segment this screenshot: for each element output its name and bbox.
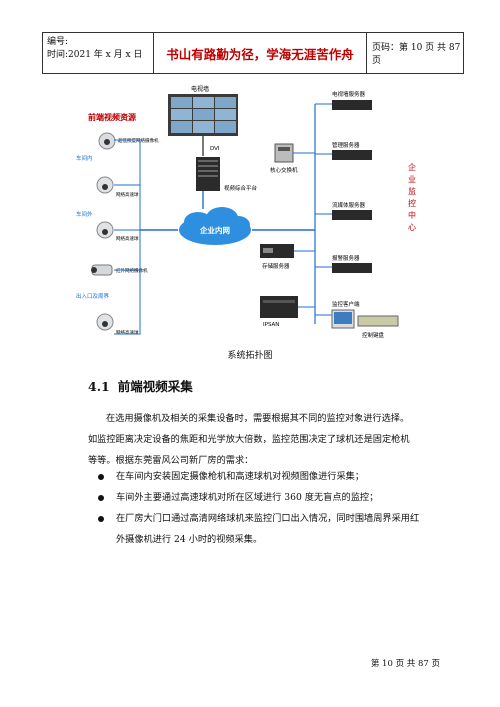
list-item-text: 在车间内安装固定摄像枪机和高速球机对视频图像进行采集； xyxy=(116,471,365,482)
keyboard-label: 控制键盘 xyxy=(362,331,385,339)
page-footer: 第 10 页 共 87 页 xyxy=(370,659,440,669)
center-char-2: 业 xyxy=(408,174,416,184)
monitor-client xyxy=(331,309,399,329)
camera-3 xyxy=(96,221,114,239)
ipsan-device xyxy=(260,296,298,318)
intranet-label: 企业内网 xyxy=(199,225,230,235)
tvwall-server xyxy=(332,100,372,110)
ipsan-label: IPSAN xyxy=(263,322,279,328)
camera-5-label: 网络高速球 xyxy=(116,329,139,336)
front-end-title: 前端视频资源 xyxy=(88,112,136,122)
video-platform-label: 视频综合平台 xyxy=(224,184,258,192)
core-switch-label: 核心交换机 xyxy=(270,166,298,174)
video-platform-device xyxy=(196,157,220,191)
center-char-5: 中 xyxy=(408,210,416,220)
workshop-in-label: 车间内 xyxy=(76,154,93,162)
tvwall-server-label: 电视墙服务器 xyxy=(332,90,366,98)
figure-caption: 系统拓扑图 xyxy=(227,351,273,361)
camera-2-label: 网络高速球 xyxy=(116,191,139,198)
camera-5 xyxy=(96,313,114,331)
dvi-label: DVI xyxy=(210,146,220,152)
intranet-cloud xyxy=(179,207,251,245)
bullet-icon xyxy=(98,495,104,501)
list-item: 在车间内安装固定摄像枪机和高速球机对视频图像进行采集； xyxy=(96,466,420,487)
bullet-icon xyxy=(98,516,104,522)
section-heading: 4.1 前端视频采集 xyxy=(88,376,193,395)
core-switch xyxy=(274,143,294,163)
center-char-3: 监 xyxy=(408,186,416,196)
storage-server xyxy=(260,244,294,258)
section-number: 4.1 xyxy=(88,379,110,394)
number-label: 编号: xyxy=(47,37,69,47)
storage-server-label: 存储服务器 xyxy=(262,262,290,270)
mgmt-server-label: 管理服务器 xyxy=(332,141,360,149)
workshop-out-label: 车间外 xyxy=(76,210,93,218)
bullet-icon xyxy=(98,474,104,480)
camera-2 xyxy=(96,176,114,194)
gate-label: 出入口及周界 xyxy=(76,292,110,300)
mgmt-server xyxy=(332,150,372,160)
stream-server xyxy=(332,210,372,220)
topology-diagram: 电视墙 DVI 视频综合平台 前端视频资源 车间内 车间外 出入口及周界 超低照… xyxy=(76,85,416,339)
center-char-6: 心 xyxy=(408,223,416,232)
stream-server-label: 流媒体服务器 xyxy=(332,201,366,209)
bullet-list: 在车间内安装固定摄像枪机和高速球机对视频图像进行采集； 车间外主要通过高速球机对… xyxy=(96,466,420,550)
tv-wall-label: 电视墙 xyxy=(191,85,209,93)
tv-wall xyxy=(168,94,238,136)
alarm-server-label: 报警服务器 xyxy=(332,254,360,262)
list-item: 在厂房大门口通过高清网络球机来监控门口出入情况，同时围墙周界采用红外摄像机进行 … xyxy=(96,508,420,550)
paragraph-text: 在选用摄像机及相关的采集设备时，需要根据其不同的监控对象进行选择。如监控距离决定… xyxy=(88,413,410,466)
center-char-4: 控 xyxy=(408,198,416,208)
camera-3-label: 网络高速球 xyxy=(116,235,139,242)
alarm-server xyxy=(332,263,372,273)
camera-4 xyxy=(91,264,113,276)
center-char-1: 企 xyxy=(408,162,416,172)
client-label: 监控客户端 xyxy=(332,300,360,308)
camera-1 xyxy=(98,132,116,150)
list-item-text: 在厂房大门口通过高清网络球机来监控门口出入情况，同时围墙周界采用红外摄像机进行 … xyxy=(116,513,420,545)
body-paragraph: 在选用摄像机及相关的采集设备时，需要根据其不同的监控对象进行选择。如监控距离决定… xyxy=(88,408,418,471)
header-meta: 编号: 时间:2021 年 x 月 x 日 xyxy=(43,33,154,73)
list-item-text: 车间外主要通过高速球机对所在区域进行 360 度无盲点的监控； xyxy=(116,492,379,503)
header-motto: 书山有路勤为径，学海无涯苦作舟 xyxy=(154,33,367,73)
list-item: 车间外主要通过高速球机对所在区域进行 360 度无盲点的监控； xyxy=(96,487,420,508)
page-header: 编号: 时间:2021 年 x 月 x 日 书山有路勤为径，学海无涯苦作舟 页码… xyxy=(42,32,464,74)
time-label: 时间:2021 年 x 月 x 日 xyxy=(47,50,143,60)
header-page-label: 页码：第 10 页 共 87 页 xyxy=(372,43,461,66)
section-title: 前端视频采集 xyxy=(117,379,193,394)
